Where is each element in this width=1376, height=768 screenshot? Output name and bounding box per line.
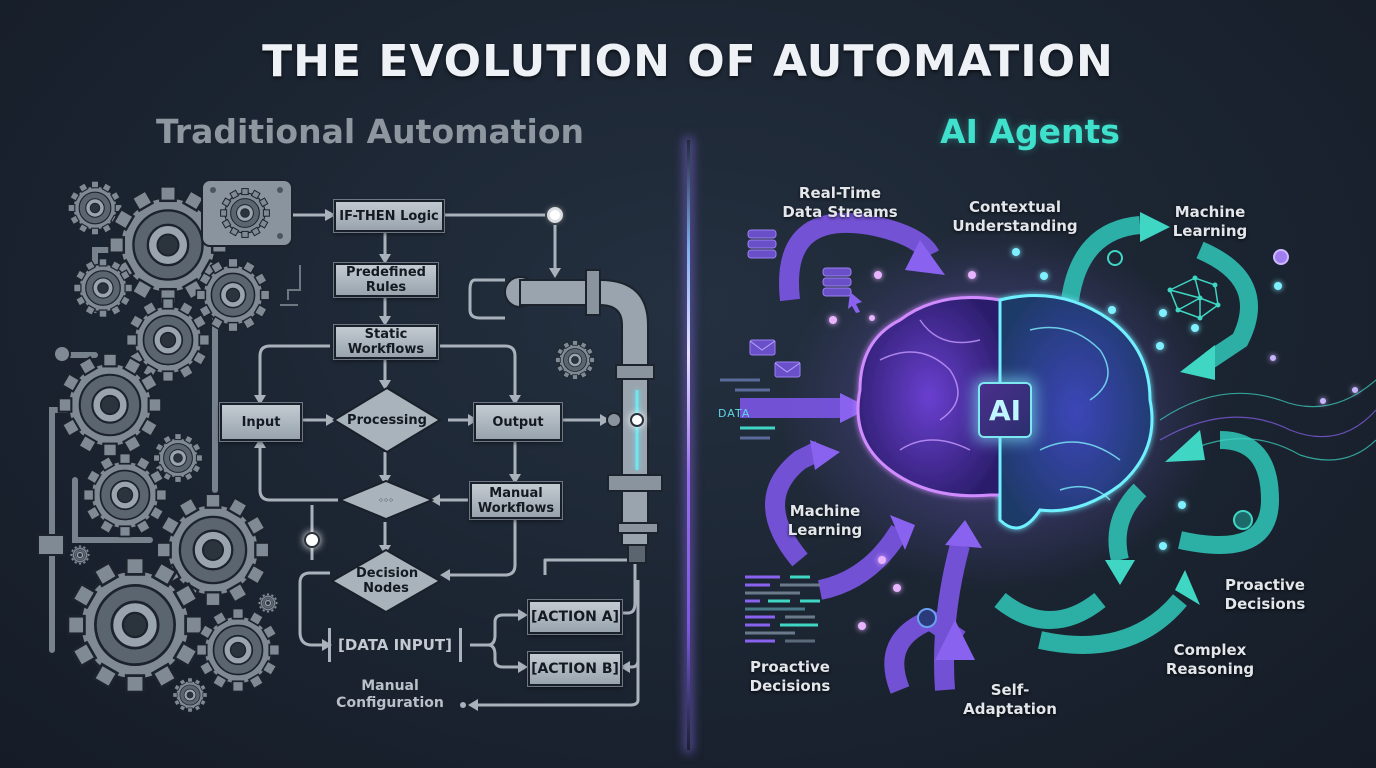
label-contextual-understanding: Contextual Understanding — [952, 198, 1078, 235]
unnamed-decision-label: ◦◦◦ — [378, 495, 394, 505]
ai-brain-illustration-icon — [720, 212, 1376, 694]
page-title: THE EVOLUTION OF AUTOMATION — [262, 36, 1114, 87]
if-then-logic-box: IF-THEN Logic — [334, 200, 444, 232]
label-proactive-decisions-left: Proactive Decisions — [749, 658, 831, 695]
center-divider — [687, 140, 690, 750]
traditional-automation-heading: Traditional Automation — [155, 112, 585, 151]
label-machine-learning-top: Machine Learning — [1172, 203, 1248, 240]
diamond-shape-icon — [330, 548, 442, 614]
data-stream-tag: DATA — [718, 407, 751, 420]
action-b-box: [ACTION B] — [528, 652, 622, 686]
diamond-shape-icon — [332, 386, 442, 454]
label-proactive-decisions-right: Proactive Decisions — [1224, 576, 1306, 613]
ai-chip-badge: AI — [978, 382, 1032, 438]
decision-nodes-diamond: Decision Nodes — [330, 548, 442, 614]
gear-machinery-icon — [37, 179, 663, 713]
manual-configuration-label: Manual Configuration — [336, 678, 444, 711]
action-a-box: [ACTION A] — [528, 600, 622, 634]
label-real-time-data-streams: Real-Time Data Streams — [782, 184, 898, 221]
data-input-bracket: [DATA INPUT] — [328, 628, 462, 662]
manual-workflows-box: Manual Workflows — [470, 482, 562, 519]
predefined-rules-box: Predefined Rules — [334, 263, 438, 297]
processing-diamond: Processing — [332, 386, 442, 454]
processing-label: Processing — [347, 412, 427, 428]
unnamed-decision-diamond: ◦◦◦ — [338, 480, 434, 520]
label-complex-reasoning: Complex Reasoning — [1165, 641, 1255, 678]
decision-nodes-label: Decision Nodes — [356, 566, 419, 596]
static-workflows-box: Static Workflows — [334, 325, 438, 359]
diamond-shape-icon — [338, 480, 434, 520]
label-machine-learning-left: Machine Learning — [787, 502, 863, 539]
input-box: Input — [220, 403, 302, 441]
label-self-adaptation: Self-Adaptation — [963, 681, 1057, 718]
ai-agents-heading: AI Agents — [940, 112, 1120, 151]
output-box: Output — [474, 403, 562, 441]
